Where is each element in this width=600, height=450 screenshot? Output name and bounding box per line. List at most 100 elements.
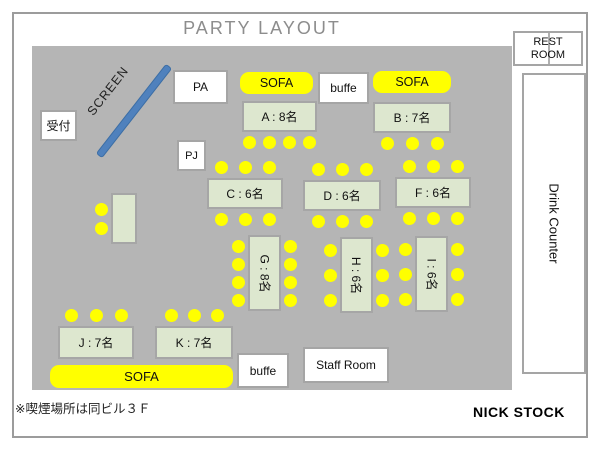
chair xyxy=(262,161,276,174)
chair xyxy=(311,215,325,228)
pa-box: PA xyxy=(173,70,228,104)
chair xyxy=(426,212,440,225)
smoking-note: ※喫煙場所は同ビル３Ｆ xyxy=(15,402,151,416)
chairs-k-top xyxy=(164,309,224,322)
table-k: K : 7名 xyxy=(155,326,233,359)
chair xyxy=(376,243,389,257)
chair xyxy=(335,215,349,228)
rest-room-box: REST ROOM xyxy=(513,31,583,66)
chair xyxy=(451,242,464,256)
reception-box: 受付 xyxy=(40,110,77,141)
chair xyxy=(324,293,337,307)
table-group-g: G : 8名 xyxy=(229,235,300,311)
chair xyxy=(450,160,464,173)
chair xyxy=(284,239,297,253)
table-d: D : 6名 xyxy=(303,180,381,211)
chair xyxy=(89,309,103,322)
chairs-h-left xyxy=(324,243,337,307)
chairs-j-top xyxy=(64,309,128,322)
table-group-a: A : 8名 xyxy=(242,101,317,153)
chair xyxy=(405,137,419,150)
chair xyxy=(451,267,464,281)
chair xyxy=(114,309,128,322)
chair xyxy=(232,293,245,307)
table-c: C : 6名 xyxy=(207,178,283,209)
chair xyxy=(284,257,297,271)
chair xyxy=(402,212,416,225)
brand-name: NICK STOCK xyxy=(473,404,565,420)
chairs-f-top xyxy=(402,160,464,173)
table-group-f: F : 6名 xyxy=(395,156,471,229)
chair xyxy=(335,163,349,176)
chair xyxy=(214,213,228,226)
table-j: J : 7名 xyxy=(58,326,134,359)
chair xyxy=(359,215,373,228)
table-group-k: K : 7名 xyxy=(155,305,233,359)
table-group-side xyxy=(92,193,137,244)
table-i: I : 6名 xyxy=(415,236,448,312)
table-g: G : 8名 xyxy=(248,235,281,311)
chair xyxy=(164,309,178,322)
chairs-b-bottom xyxy=(380,137,444,150)
page-title: PARTY LAYOUT xyxy=(183,18,341,38)
chairs-i-right xyxy=(451,242,464,306)
chair xyxy=(303,136,316,149)
chair xyxy=(238,213,252,226)
chair xyxy=(311,163,325,176)
chairs-side-left xyxy=(95,202,108,235)
rest-room-divider xyxy=(548,33,550,64)
chairs-i-left xyxy=(399,242,412,306)
chair xyxy=(232,257,245,271)
chair xyxy=(232,239,245,253)
drink-counter-box: Drink Counter xyxy=(522,73,586,374)
drink-counter-label: Drink Counter xyxy=(546,183,562,264)
table-side xyxy=(111,193,137,244)
chair xyxy=(187,309,201,322)
rest-room-label: REST ROOM xyxy=(530,35,566,61)
chair xyxy=(64,309,78,322)
chair xyxy=(376,293,389,307)
sofa-bottom: SOFA xyxy=(50,365,233,388)
pj-box: PJ xyxy=(177,140,206,171)
chair xyxy=(238,161,252,174)
chair xyxy=(359,163,373,176)
staff-room-box: Staff Room xyxy=(303,347,389,383)
chairs-c-bottom xyxy=(214,213,276,226)
table-group-b: B : 7名 xyxy=(373,102,451,154)
chair xyxy=(95,202,108,216)
table-h: H : 6名 xyxy=(340,237,373,313)
sofa-top-right: SOFA xyxy=(373,71,451,93)
chair xyxy=(284,293,297,307)
table-b: B : 7名 xyxy=(373,102,451,133)
chair xyxy=(430,137,444,150)
chairs-c-top xyxy=(214,161,276,174)
chair xyxy=(451,292,464,306)
chair xyxy=(450,212,464,225)
chair xyxy=(284,275,297,289)
chair xyxy=(262,213,276,226)
table-a: A : 8名 xyxy=(242,101,317,132)
table-group-d: D : 6名 xyxy=(303,159,381,232)
chair xyxy=(232,275,245,289)
chair xyxy=(399,242,412,256)
chairs-f-bottom xyxy=(402,212,464,225)
chair xyxy=(95,221,108,235)
table-group-i: I : 6名 xyxy=(396,236,467,312)
table-group-h: H : 6名 xyxy=(321,237,392,313)
chairs-a-bottom xyxy=(243,136,316,149)
table-group-j: J : 7名 xyxy=(58,305,134,359)
table-group-c: C : 6名 xyxy=(207,157,283,230)
chair xyxy=(283,136,296,149)
chair xyxy=(263,136,276,149)
chair xyxy=(426,160,440,173)
chair xyxy=(210,309,224,322)
buffet-bottom-box: buffe xyxy=(237,353,289,388)
table-f: F : 6名 xyxy=(395,177,471,208)
chairs-h-right xyxy=(376,243,389,307)
chairs-d-bottom xyxy=(311,215,373,228)
chair xyxy=(324,243,337,257)
chair xyxy=(214,161,228,174)
chair xyxy=(243,136,256,149)
buffet-top-box: buffe xyxy=(318,72,369,104)
